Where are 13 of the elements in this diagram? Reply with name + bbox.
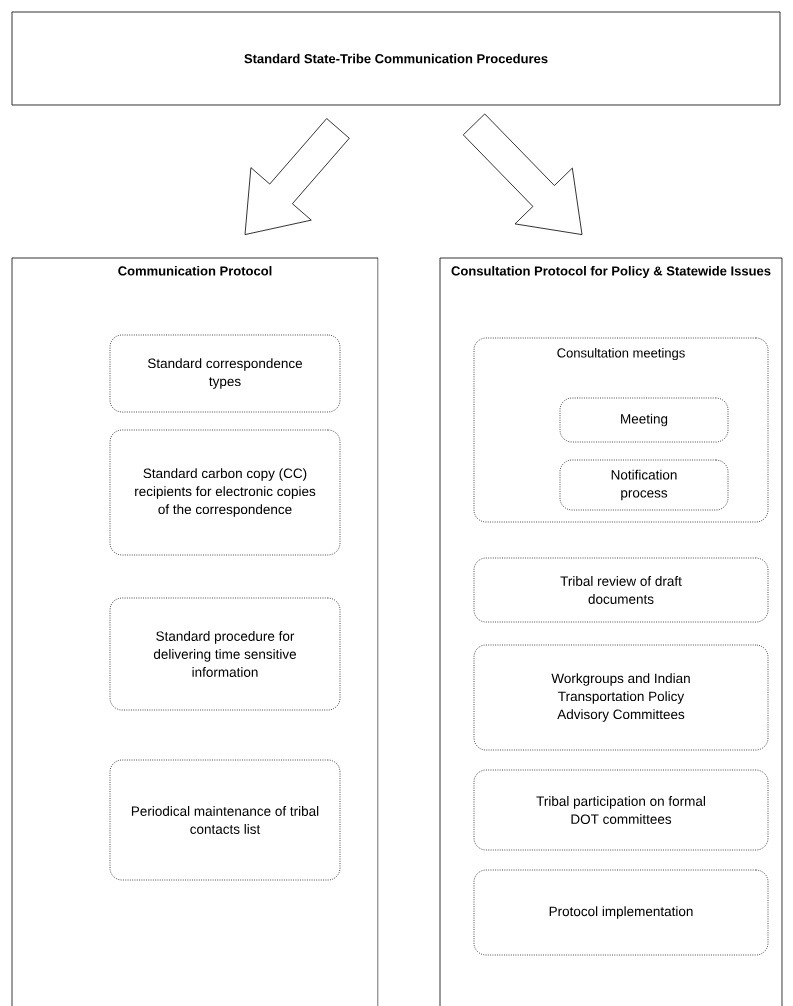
item-box: Workgroups and Indian Transportation Policy Advisory Committees — [473, 644, 769, 751]
item-box: Tribal participation on formal DOT committees — [473, 769, 769, 851]
block-arrow — [462, 113, 583, 235]
item-box: Standard carbon copy (CC) recipients for electronic copies of the correspondence — [109, 429, 341, 556]
item-box: Protocol implementation — [473, 869, 769, 956]
item-box: Periodical maintenance of tribal contacts list — [109, 759, 341, 881]
item-box: Standard procedure for delivering time sensitive information — [109, 597, 341, 711]
title-box: Standard State-Tribe Communication Procedures — [11, 11, 781, 106]
block-arrow — [244, 118, 350, 235]
item-box: Tribal review of draft documents — [473, 557, 769, 623]
item-box: Notification process — [559, 459, 729, 511]
item-box: Meeting — [559, 397, 729, 443]
item-box: Standard correspondence types — [109, 334, 341, 413]
